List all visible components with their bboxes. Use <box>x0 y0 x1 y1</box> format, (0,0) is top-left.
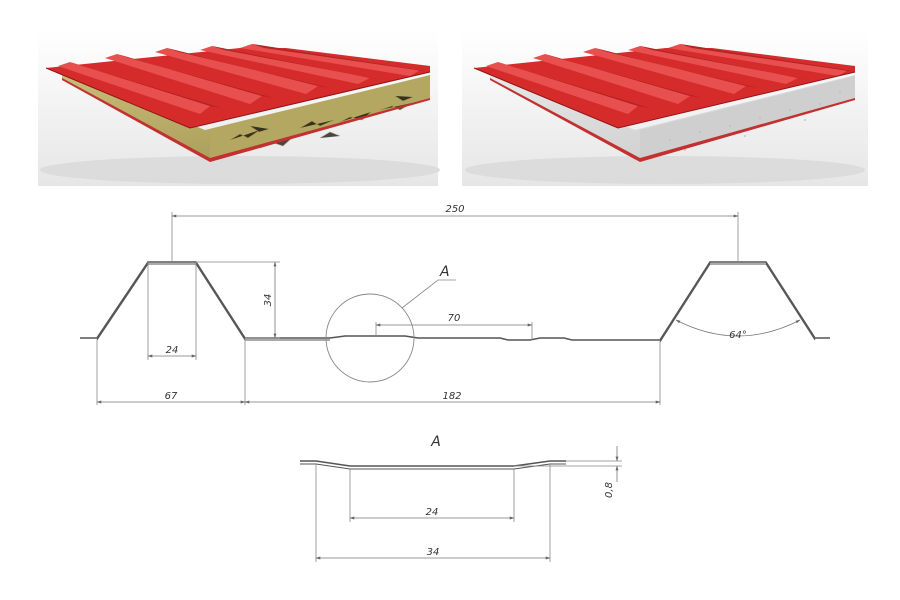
detail-dimension-lines <box>315 446 619 560</box>
polystyrene-sandwich-panel <box>462 30 868 186</box>
profile-drawing <box>80 212 830 405</box>
detail-extension-lines <box>315 460 622 562</box>
dim-angle-arc <box>675 319 801 337</box>
panel-shadow <box>465 156 865 184</box>
detail-title: A <box>430 434 441 450</box>
extension-lines <box>96 212 739 405</box>
detail-inner-width-label: 24 <box>426 507 439 518</box>
bottom-skin <box>490 78 855 162</box>
rib-base-label: 67 <box>165 391 178 402</box>
detail-leader <box>401 279 456 309</box>
detail-a-drawing <box>300 446 622 562</box>
stiffener-spacing-label: 70 <box>448 313 461 324</box>
detail-depth-label: 0,8 <box>604 482 615 498</box>
rib-height-label: 34 <box>263 294 274 307</box>
detail-callout-label: A <box>439 264 450 280</box>
dimension-lines <box>96 214 801 404</box>
bottom-skin <box>62 78 430 162</box>
profile-outline <box>80 261 830 341</box>
front-edge <box>473 67 856 129</box>
detail-outer-width-label: 34 <box>427 547 440 558</box>
detail-circle <box>325 293 415 383</box>
detail-profile-outline <box>300 460 566 467</box>
rib-angle-label: 64° <box>729 330 747 341</box>
front-edge <box>45 67 431 129</box>
pitch-label: 250 <box>445 204 464 215</box>
panel-shadow <box>40 156 440 184</box>
flat-span-label: 182 <box>442 391 461 402</box>
mineral-wool-core-side <box>210 76 430 160</box>
panel-ribs <box>486 44 855 114</box>
rib-top-label: 24 <box>166 345 179 356</box>
polystyrene-core-side <box>640 76 855 160</box>
panel-ribs <box>58 44 430 114</box>
mineral-wool-sandwich-panel <box>38 30 440 186</box>
foam-texture <box>669 91 841 151</box>
